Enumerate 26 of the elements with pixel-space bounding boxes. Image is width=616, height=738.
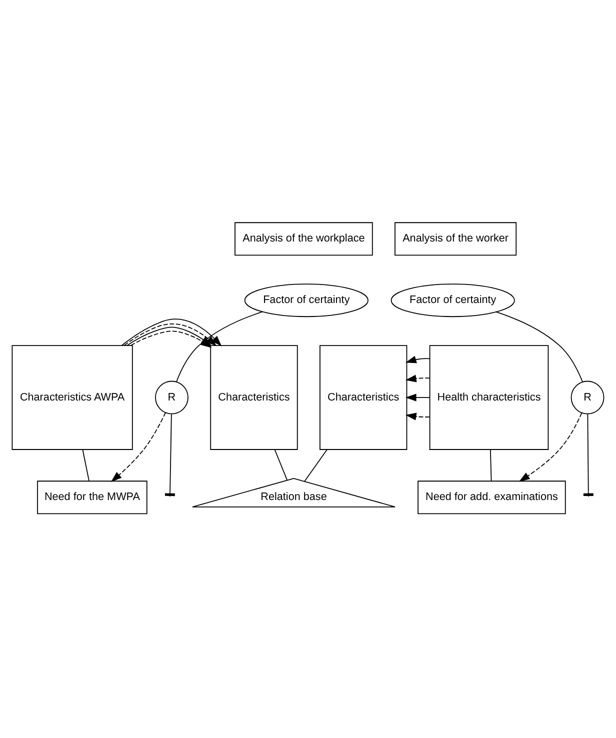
node-box: Need for add. examinations [418, 480, 566, 514]
node-box: Characteristics AWPA [12, 344, 133, 450]
arrow [518, 412, 582, 482]
node-ellipse: Factor of certainty [390, 283, 515, 317]
node-box: Analysis of the worker [394, 222, 517, 256]
arrow [405, 355, 430, 363]
node-box: Need for the MWPA [37, 480, 148, 514]
arrow [405, 412, 430, 420]
arrow [110, 412, 166, 482]
node-ellipse: Factor of certainty [244, 283, 368, 317]
connector [170, 413, 172, 492]
node-box: Analysis of the workplace [234, 222, 373, 256]
node-box: Characteristics [320, 344, 408, 450]
connector [176, 310, 263, 382]
connector [496, 311, 583, 382]
arrow [405, 374, 430, 382]
arrow [405, 393, 430, 401]
connector [304, 448, 328, 482]
node-circle: R [570, 380, 604, 414]
connector [490, 448, 492, 481]
node-box: Characteristics [210, 344, 298, 450]
connector [82, 448, 90, 481]
node-circle: R [155, 380, 188, 414]
connector [274, 448, 288, 480]
connector [587, 413, 589, 492]
node-box: Health characteristics [429, 344, 549, 450]
